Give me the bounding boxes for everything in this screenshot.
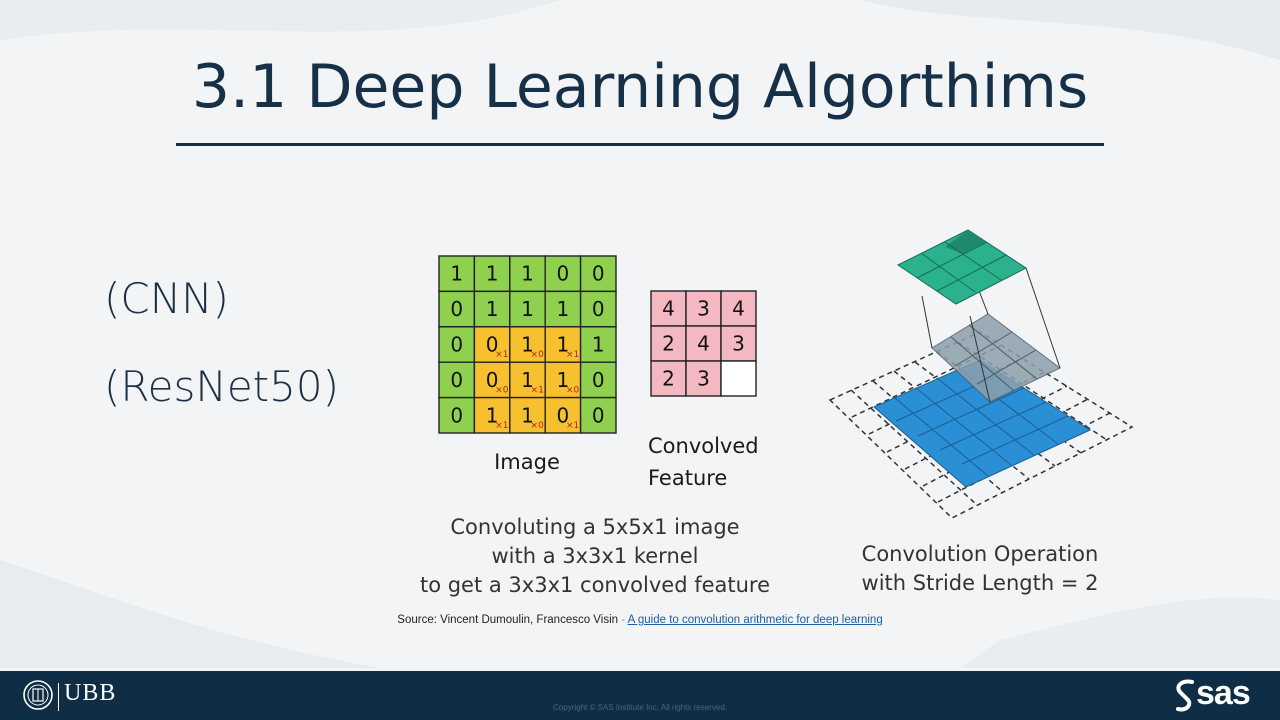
image-cell-value: 0 bbox=[557, 403, 570, 427]
convolution-description-line3: to get a 3x3x1 convolved feature bbox=[419, 573, 771, 597]
convolved-cell-value: 3 bbox=[732, 332, 745, 356]
image-cell-value: 1 bbox=[592, 333, 605, 357]
image-cell-value: 1 bbox=[521, 262, 534, 286]
kernel-weight: ×1 bbox=[566, 350, 579, 360]
stride-diagram bbox=[828, 229, 1134, 519]
image-cell-value: 0 bbox=[450, 368, 463, 392]
image-cell-value: 1 bbox=[521, 297, 534, 321]
kernel-weight: ×0 bbox=[495, 386, 509, 396]
copyright-text: Copyright © SAS Institute Inc. All right… bbox=[553, 703, 727, 712]
source-separator: - bbox=[621, 614, 626, 626]
source-prefix: Source: Vincent Dumoulin, Francesco Visi… bbox=[397, 614, 619, 626]
image-cell-value: 0 bbox=[450, 297, 463, 321]
image-cell-value: 1 bbox=[486, 297, 499, 321]
image-cell bbox=[438, 290, 476, 328]
source-citation: Source: Vincent Dumoulin, Francesco Visi… bbox=[0, 614, 1280, 626]
image-cell-value: 1 bbox=[521, 368, 534, 392]
convolved-cell bbox=[720, 360, 757, 397]
image-cell bbox=[579, 396, 617, 434]
image-cell-value: 0 bbox=[557, 262, 570, 286]
convolved-cell-value: 3 bbox=[697, 367, 710, 391]
convolved-cell bbox=[720, 325, 757, 362]
image-caption: Image bbox=[494, 450, 560, 474]
sas-logo-text: sas bbox=[1196, 674, 1251, 712]
sas-logo: sas bbox=[1172, 674, 1262, 716]
image-cell-value: 0 bbox=[592, 297, 605, 321]
kernel-weight: ×0 bbox=[566, 386, 580, 396]
slide-title: 3.1 Deep Learning Algorthims bbox=[191, 52, 1089, 122]
stride-output-grid bbox=[897, 229, 1027, 305]
image-cell-value: 1 bbox=[557, 368, 570, 392]
image-cell-value: 1 bbox=[557, 333, 570, 357]
ubb-logo-divider bbox=[58, 683, 59, 711]
image-cell-value: 0 bbox=[450, 403, 463, 427]
source-link[interactable]: A guide to convolution arithmetic for de… bbox=[627, 614, 883, 626]
image-cell-value: 0 bbox=[486, 368, 499, 392]
stride-description: Convolution Operation with Stride Length… bbox=[830, 540, 1130, 598]
title-divider bbox=[176, 143, 1104, 146]
sas-swirl-icon bbox=[1176, 679, 1194, 712]
footer-bar bbox=[0, 671, 1280, 720]
stride-description-line2: with Stride Length = 2 bbox=[861, 571, 1099, 595]
convolution-description-line2: with a 3x3x1 kernel bbox=[491, 544, 699, 568]
image-cell bbox=[579, 326, 617, 363]
ubb-seal-icon bbox=[23, 680, 53, 710]
kernel-weight: ×0 bbox=[531, 350, 545, 360]
image-cell bbox=[509, 255, 546, 293]
convolved-cell-value: 4 bbox=[662, 297, 675, 321]
image-cell bbox=[473, 255, 511, 293]
image-cell-value: 0 bbox=[592, 403, 605, 427]
convolved-cell bbox=[650, 360, 687, 397]
image-cell bbox=[579, 255, 617, 293]
image-cell bbox=[438, 361, 476, 399]
convolution-description-line1: Convoluting a 5x5x1 image bbox=[450, 515, 740, 539]
convolved-cell-value: 4 bbox=[732, 297, 745, 321]
kernel-weight: ×1 bbox=[566, 421, 579, 431]
image-cell-value: 1 bbox=[486, 262, 499, 286]
item-resnet50: (ResNet50) bbox=[104, 362, 339, 411]
image-cell-value: 1 bbox=[521, 403, 534, 427]
image-cell-value: 1 bbox=[521, 333, 534, 357]
convolution-description: Convoluting a 5x5x1 image with a 3x3x1 k… bbox=[400, 513, 790, 600]
kernel-weight: ×1 bbox=[531, 386, 544, 396]
image-cell-value: 0 bbox=[592, 368, 605, 392]
convolved-cell-value: 4 bbox=[697, 332, 710, 356]
convolved-caption-line2: Feature bbox=[648, 466, 728, 490]
image-cell-value: 1 bbox=[486, 403, 499, 427]
image-cell bbox=[544, 396, 582, 434]
kernel-weight: ×1 bbox=[495, 421, 508, 431]
image-cell bbox=[509, 361, 546, 399]
image-cell-value: 0 bbox=[592, 262, 605, 286]
image-cell-value: 0 bbox=[486, 333, 499, 357]
kernel-weight: ×0 bbox=[531, 421, 545, 431]
image-cell-value: 1 bbox=[450, 262, 463, 286]
item-cnn: (CNN) bbox=[104, 274, 229, 323]
image-cell-value: 0 bbox=[450, 333, 463, 357]
convolved-caption-line1: Convolved bbox=[648, 434, 759, 458]
image-cell bbox=[509, 396, 546, 434]
stride-description-line1: Convolution Operation bbox=[861, 542, 1099, 566]
convolved-cell-value: 3 bbox=[697, 297, 710, 321]
convolved-caption: Convolved Feature bbox=[648, 430, 759, 494]
convolved-cell-value: 2 bbox=[662, 367, 675, 391]
convolved-cell-value: 2 bbox=[662, 332, 675, 356]
ubb-logo-text: UBB bbox=[64, 680, 117, 706]
image-cell-value: 1 bbox=[557, 297, 570, 321]
kernel-weight: ×1 bbox=[495, 350, 508, 360]
convolved-cell bbox=[685, 360, 722, 397]
